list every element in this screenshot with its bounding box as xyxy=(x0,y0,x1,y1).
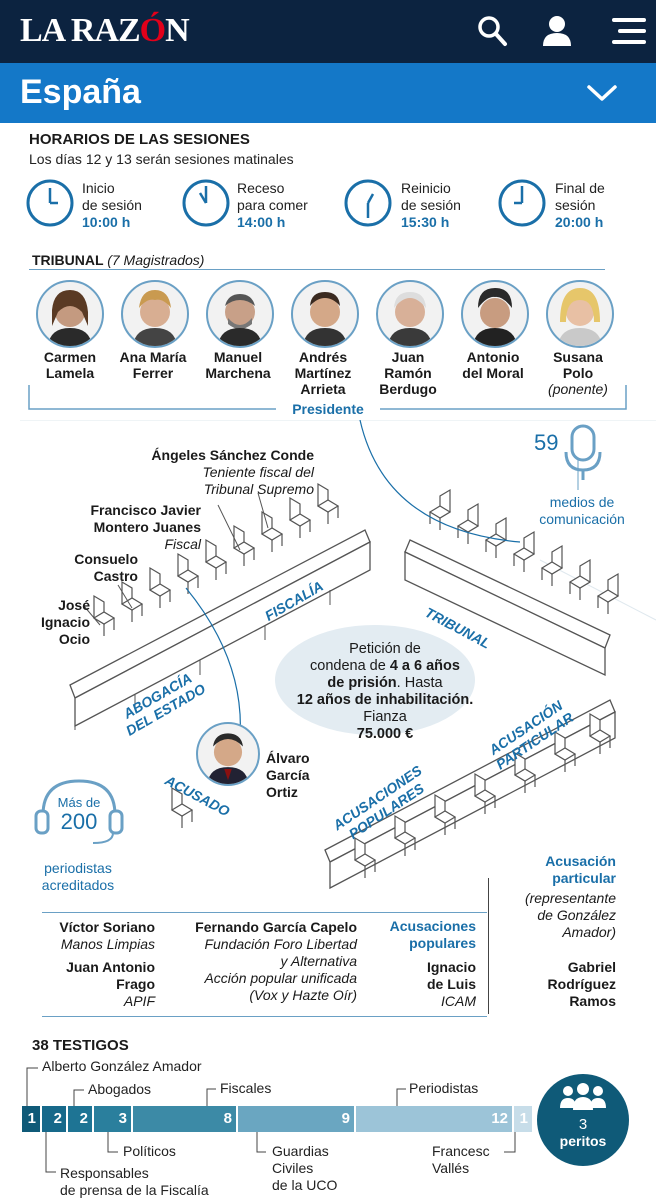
label-abogados: Abogados xyxy=(88,1081,152,1097)
peritos-count: 3 xyxy=(578,1116,588,1133)
petition-bubble xyxy=(275,625,475,735)
logo[interactable]: LA RAZÓN xyxy=(20,12,190,49)
search-icon[interactable] xyxy=(476,14,508,53)
microphone-icon xyxy=(564,424,602,480)
clock-icon xyxy=(344,179,392,227)
divider xyxy=(488,878,489,1014)
avatar xyxy=(546,280,614,348)
president-label: Presidente xyxy=(276,401,380,417)
avatar xyxy=(376,280,444,348)
press-count: 200 xyxy=(60,809,98,834)
section-title[interactable]: España xyxy=(20,73,141,111)
avatar xyxy=(121,280,189,348)
witnesses-title: 38 TESTIGOS xyxy=(32,1037,129,1054)
witness-bar-segment: 1 xyxy=(22,1106,40,1132)
people-icon xyxy=(560,1083,606,1110)
avatar xyxy=(196,722,260,786)
label-alberto: Alberto González Amador xyxy=(42,1058,202,1074)
avatar xyxy=(36,280,104,348)
chevron-down-icon[interactable] xyxy=(586,83,618,108)
peritos-badge: 3 peritos xyxy=(537,1074,629,1166)
witness-leaders xyxy=(26,1067,516,1173)
petition-text: Petición de condena de 4 a 6 años de pri… xyxy=(296,641,474,742)
sessions-subtitle: Los días 12 y 13 serán sesiones matinale… xyxy=(29,151,294,167)
menu-icon[interactable] xyxy=(612,16,646,51)
witness-bar-segment: 1 xyxy=(514,1106,532,1132)
media-count: 59 xyxy=(534,430,559,455)
divider xyxy=(29,269,605,270)
witness-bar-segment: 2 xyxy=(42,1106,66,1132)
headset-icon xyxy=(34,779,124,844)
courtroom-illustration xyxy=(20,420,656,890)
label-politicos: Políticos xyxy=(123,1143,176,1159)
tribunal-title: TRIBUNAL (7 Magistrados) xyxy=(32,252,205,268)
avatar xyxy=(461,280,529,348)
clock-icon xyxy=(498,179,546,227)
user-icon[interactable] xyxy=(541,14,573,53)
press-pre: Más de xyxy=(57,795,101,810)
sessions-title: HORARIOS DE LAS SESIONES xyxy=(29,131,250,148)
avatar xyxy=(291,280,359,348)
witness-bar-segment: 2 xyxy=(68,1106,92,1132)
witness-bar-segment: 12 xyxy=(356,1106,512,1132)
peritos-label: peritos xyxy=(559,1133,607,1149)
acusaciones-box xyxy=(42,912,487,1017)
top-bar: LA RAZÓN xyxy=(0,0,656,63)
witness-bar-segment: 3 xyxy=(94,1106,131,1132)
witness-bar-segment: 8 xyxy=(133,1106,236,1132)
clock-icon xyxy=(26,179,74,227)
avatar xyxy=(206,280,274,348)
clock-icon xyxy=(182,179,230,227)
label-fiscales: Fiscales xyxy=(220,1080,272,1096)
section-bar: España xyxy=(0,63,656,123)
witness-bar-segment: 9 xyxy=(238,1106,354,1132)
label-periodistas: Periodistas xyxy=(409,1080,479,1096)
